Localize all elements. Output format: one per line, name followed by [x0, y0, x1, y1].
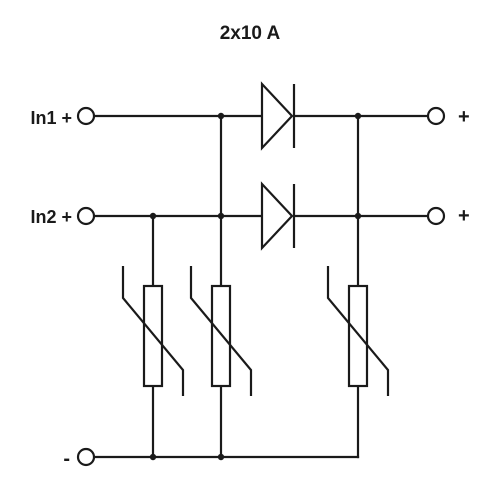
terminal-ground — [76, 447, 96, 467]
junction-out1 — [354, 112, 362, 120]
terminals — [76, 106, 446, 467]
wire-verticals — [151, 114, 360, 459]
output-2-label: + — [458, 205, 470, 227]
varistor-1 — [121, 266, 185, 396]
diode-2 — [260, 181, 296, 251]
junction-nodes — [149, 112, 362, 461]
diode-1 — [260, 81, 296, 151]
input-in2-label: In2 + — [30, 207, 72, 227]
output-1-label: + — [458, 106, 470, 128]
varistor-3 — [326, 266, 390, 396]
junction-out2 — [354, 212, 362, 220]
junction-gnd-2 — [217, 453, 225, 461]
terminal-out1 — [426, 106, 446, 126]
input-in1-label: In1 + — [30, 108, 72, 128]
junction-gnd-1 — [149, 453, 157, 461]
junction-cross — [217, 212, 225, 220]
varistor-2 — [189, 266, 253, 396]
diagram-title: 2x10 A — [220, 23, 281, 44]
ground-label: - — [63, 448, 70, 470]
terminal-in1 — [76, 106, 96, 126]
terminal-out2 — [426, 206, 446, 226]
terminal-in2 — [76, 206, 96, 226]
junction-in1 — [217, 112, 225, 120]
junction-in2 — [149, 212, 157, 220]
